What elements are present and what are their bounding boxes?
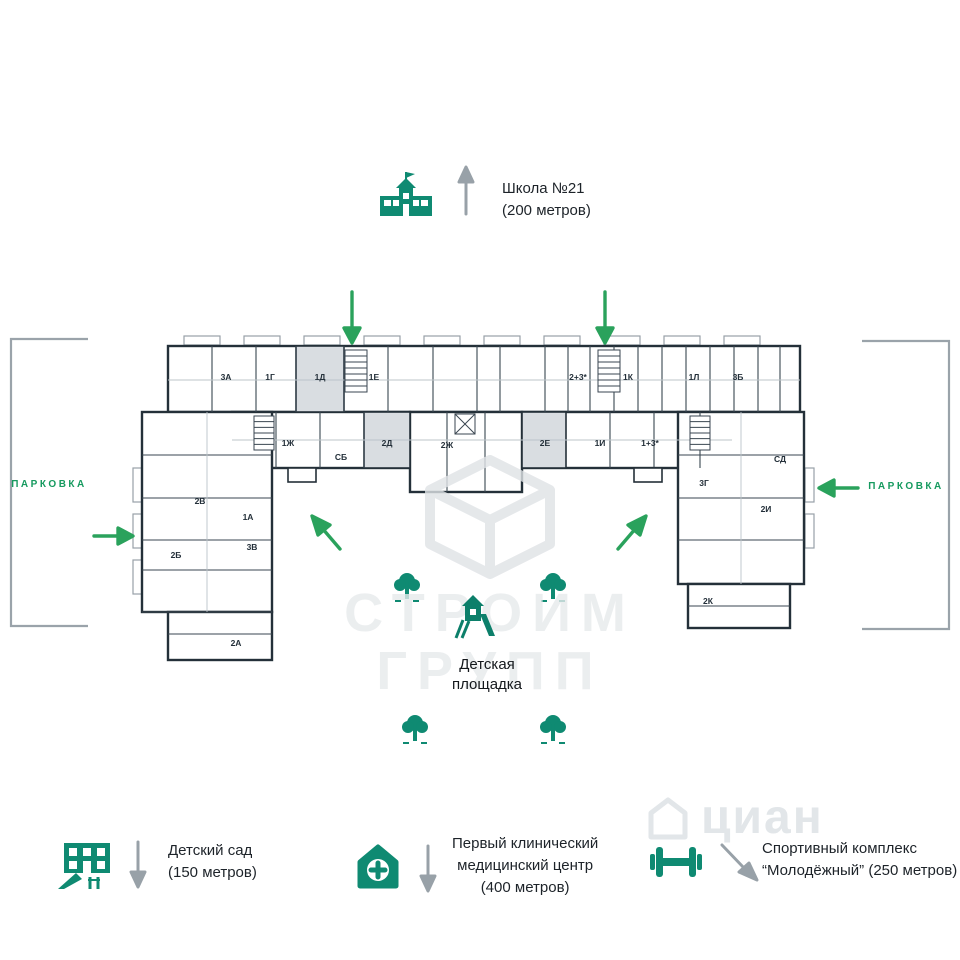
playground-line2: площадка <box>451 676 523 693</box>
sport-line2: “Молодёжный” (250 метров) <box>762 862 958 879</box>
sport-arrow-diagonal-icon <box>720 843 746 870</box>
builder-watermark-line2: ГРУПП <box>376 641 604 701</box>
arrowhead <box>419 874 437 893</box>
unit-label-3В: 3В <box>247 542 258 552</box>
cian-watermark-text: циан <box>701 791 824 844</box>
playground-caption: Детская площадка <box>417 655 557 695</box>
unit-label-2Д: 2Д <box>382 438 393 448</box>
arrowhead <box>817 478 836 498</box>
unit-label-1Г: 1Г <box>265 372 275 382</box>
builder-watermark: СТРОИМ ГРУПП <box>330 452 650 700</box>
sport-line1: Спортивный комплекс <box>762 840 917 857</box>
medical-line1: Первый клинический <box>452 835 599 852</box>
parking-label-left: ПАРКОВКА <box>11 479 87 490</box>
tree-icon <box>401 714 429 744</box>
unit-label-2И: 2И <box>761 504 772 514</box>
unit-label-2Ж: 2Ж <box>441 440 454 450</box>
dumbbell-icon <box>650 847 702 877</box>
unit-label-1+3*: 1+3* <box>641 438 659 448</box>
unit-label-3А: 3А <box>221 372 232 382</box>
unit-label-СБ: СБ <box>335 452 347 462</box>
school-distance: (200 метров) <box>502 202 591 219</box>
cian-logo-icon <box>648 797 688 839</box>
medical-line2: медицинский центр <box>457 857 594 874</box>
kindergarten-distance: (150 метров) <box>168 864 257 881</box>
entrance-arrows <box>92 290 860 551</box>
parking-brackets <box>9 337 951 631</box>
parking-bracket-right <box>862 339 951 631</box>
entrance-arrow-upleft-icon <box>320 526 342 551</box>
unit-label-1Д: 1Д <box>315 372 326 382</box>
unit-label-1А: 1А <box>243 512 254 522</box>
arrowhead <box>737 861 759 882</box>
unit-label-1И: 1И <box>595 438 606 448</box>
arrowhead <box>342 326 362 345</box>
unit-labels: 3А 1Г 1Д 1Е 2+3* 1К 1Л 3Б 1Ж СБ 2Д 2Ж 2Е 1И 1+3* 2В 1А 3В… <box>171 372 786 648</box>
kindergarten-icon-wrap <box>56 833 118 896</box>
parking-bracket-left <box>9 337 88 628</box>
sport-text: Спортивный комплекс “Молодёжный” (250 ме… <box>762 838 957 882</box>
unit-label-2Б: 2Б <box>171 550 182 560</box>
tree-icon <box>539 714 567 744</box>
sport-icon-wrap <box>650 845 702 884</box>
kindergarten-text: Детский сад (150 метров) <box>168 840 257 884</box>
unit-label-1Л: 1Л <box>689 372 700 382</box>
arrowhead <box>116 526 135 546</box>
stairwells <box>253 349 711 451</box>
unit-label-2В: 2В <box>195 496 206 506</box>
playground-icon <box>454 595 495 639</box>
unit-label-1К: 1К <box>623 372 634 382</box>
medical-text: Первый клинический медицинский центр (40… <box>452 833 598 899</box>
room-partitions <box>168 379 800 612</box>
school-icon <box>380 172 432 216</box>
kindergarten-icon <box>58 843 110 889</box>
playground-line1: Детская <box>459 656 515 673</box>
unit-label-2К: 2К <box>703 596 714 606</box>
school-landmark-icon-wrap <box>378 172 434 229</box>
builder-cube-logo-icon <box>425 455 555 579</box>
medical-icon-wrap <box>352 840 404 897</box>
arrowhead <box>626 514 648 537</box>
unit-label-2Е: 2Е <box>540 438 551 448</box>
cian-watermark: циан <box>645 790 824 845</box>
parking-label-right: ПАРКОВКА <box>868 481 944 492</box>
medical-center-icon <box>357 844 399 889</box>
school-name: Школа №21 <box>502 180 585 197</box>
arrowhead <box>129 870 147 889</box>
unit-label-3Г: 3Г <box>699 478 709 488</box>
unit-label-СД: СД <box>774 454 786 464</box>
landmark-arrows <box>129 165 759 893</box>
kindergarten-name: Детский сад <box>168 842 253 859</box>
unit-label-1Ж: 1Ж <box>282 438 295 448</box>
school-landmark-text: Школа №21 (200 метров) <box>502 178 591 222</box>
unit-label-2А: 2А <box>231 638 242 648</box>
builder-watermark-line1: СТРОИМ <box>344 583 636 643</box>
arrowhead <box>310 514 332 537</box>
arrowhead <box>595 326 615 345</box>
playground-icon-wrap <box>450 592 496 645</box>
entrance-porches <box>287 467 663 483</box>
arrowhead <box>457 165 475 184</box>
unit-label-1Е: 1Е <box>369 372 380 382</box>
medical-distance: (400 метров) <box>480 879 570 896</box>
entrance-arrow-upright-icon <box>616 526 638 551</box>
unit-label-2+3*: 2+3* <box>569 372 587 382</box>
unit-label-3Б: 3Б <box>733 372 744 382</box>
